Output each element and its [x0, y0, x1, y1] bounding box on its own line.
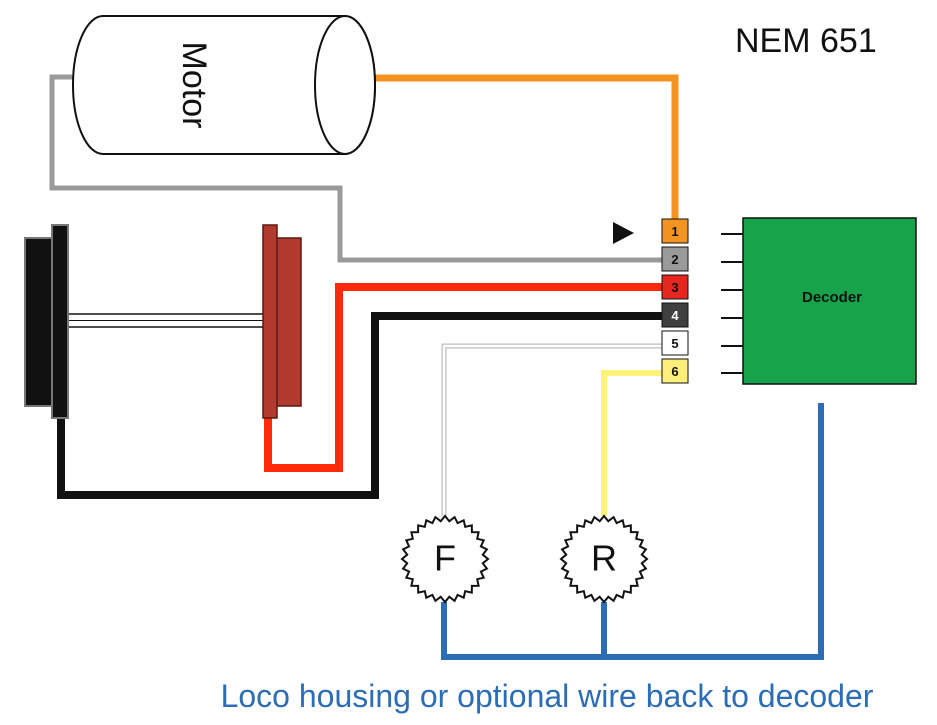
- pin-5: [661, 330, 689, 356]
- pin-2-label: 2: [671, 252, 678, 267]
- pin1-arrow-icon: [613, 222, 634, 244]
- left-wheel-flange: [24, 237, 54, 407]
- white-wire-core: [442, 344, 662, 516]
- decoder-board: [742, 217, 917, 385]
- yellow-wire: [601, 370, 662, 516]
- left-wheel: [51, 224, 69, 419]
- motor: Motor: [72, 15, 376, 155]
- motor-label: Motor: [175, 42, 213, 129]
- pin-5-label: 5: [671, 336, 678, 351]
- pin-1-label: 1: [671, 224, 678, 239]
- orange-wire: [346, 74, 679, 226]
- caption-text: Loco housing or optional wire back to de…: [221, 678, 874, 714]
- red-wire: [264, 283, 662, 472]
- pin-4-label: 4: [671, 308, 679, 323]
- wheelset: [24, 224, 302, 419]
- nem651-connector: 1 2 3 4 5 6: [661, 218, 689, 384]
- black-wire: [57, 312, 662, 499]
- pin-6: [661, 358, 689, 384]
- front-lamp-label: F: [434, 538, 456, 579]
- blue-return-wire: [441, 403, 824, 660]
- pin-2: [661, 246, 689, 272]
- rear-lamp-label: R: [591, 538, 617, 579]
- right-wheel-flange: [275, 237, 302, 407]
- diagram-title: NEM 651: [735, 22, 877, 60]
- right-wheel: [262, 224, 278, 419]
- pin-3: [661, 274, 689, 300]
- pin-3-label: 3: [671, 280, 678, 295]
- pin-6-label: 6: [671, 364, 678, 379]
- grey-wire: [49, 74, 662, 263]
- decoder: Decoder: [721, 217, 917, 385]
- front-lamp-icon: [400, 514, 490, 604]
- lamps: F R: [400, 514, 649, 604]
- motor-end-cap: [314, 15, 376, 155]
- wires: [49, 74, 824, 660]
- rear-lamp-icon: [559, 514, 649, 604]
- pin-1: [661, 218, 689, 244]
- decoder-label: Decoder: [802, 289, 862, 306]
- pin-4: [661, 302, 689, 328]
